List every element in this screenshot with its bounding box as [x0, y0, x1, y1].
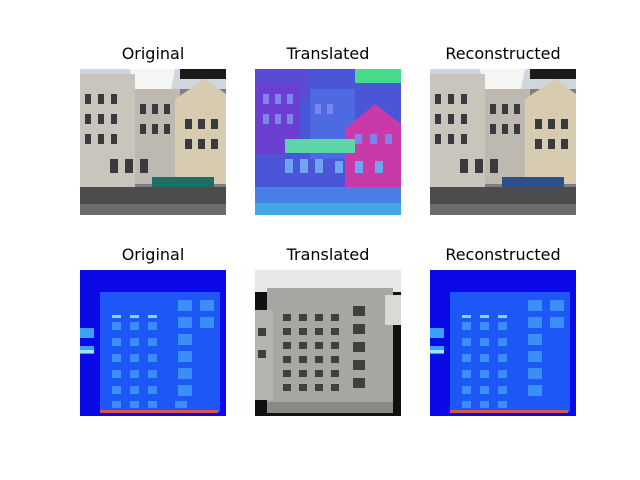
label-map-facade-image: [430, 270, 576, 416]
panel-title: Reconstructed: [445, 245, 561, 264]
panel-title: Translated: [286, 245, 370, 264]
panel-title: Original: [121, 245, 185, 264]
photo-facade-image: [255, 270, 401, 416]
panel-title: Translated: [286, 44, 370, 63]
photo-facade-image: [80, 69, 226, 215]
label-map-facade-image: [255, 69, 401, 215]
photo-facade-image: [430, 69, 576, 215]
label-map-facade-image: [80, 270, 226, 416]
panel-title: Original: [121, 44, 185, 63]
panel-title: Reconstructed: [445, 44, 561, 63]
